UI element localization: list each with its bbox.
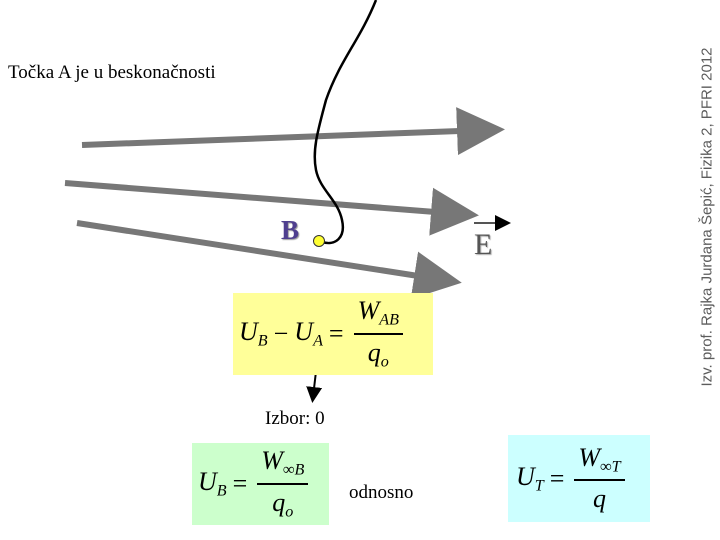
eq-t-equals: =	[549, 463, 565, 493]
eq-inf-fraction: W∞B qo	[257, 446, 309, 521]
eq-t-u-t: UT	[516, 461, 544, 495]
reference-choice: Izbor: 0	[265, 408, 325, 429]
eq-t-numerator: W∞T	[574, 443, 625, 482]
eq-main-u-a: UA	[294, 317, 323, 350]
eq-t-denominator: q	[592, 484, 606, 514]
eq-main-minus: −	[273, 319, 289, 348]
eq-inf-denominator: qo	[272, 488, 294, 521]
potential-difference-equation: UB − UA = WAB qo	[233, 293, 433, 375]
potential-at-b-equation: UB = W∞B qo	[192, 443, 329, 525]
eq-main-u-b: UB	[239, 317, 268, 350]
eq-inf-numerator: W∞B	[257, 446, 309, 485]
eq-main-numerator: WAB	[353, 296, 403, 335]
eq-main-fraction: WAB qo	[353, 296, 403, 371]
connector-text: odnosno	[349, 482, 414, 503]
point-b-label: B	[281, 215, 300, 245]
field-vector-label: E	[474, 228, 493, 261]
eq-inf-u-b: UB	[198, 467, 227, 500]
field-line-middle	[64, 180, 479, 236]
eq-main-denominator: qo	[367, 338, 389, 371]
eq-main-equals: =	[328, 319, 344, 348]
field-line-top	[81, 107, 505, 156]
field-line-bottom	[76, 220, 462, 300]
slide-title: Točka A je u beskonačnosti	[8, 62, 216, 83]
potential-at-t-equation: UT = W∞T q	[508, 435, 650, 522]
path-from-infinity	[313, 0, 378, 245]
eq-inf-equals: =	[232, 469, 248, 498]
point-b-marker	[313, 235, 325, 247]
eq-t-fraction: W∞T q	[574, 443, 625, 515]
author-credit: Izv. prof. Rajka Jurdana Šepić, Fizika 2…	[698, 47, 716, 387]
